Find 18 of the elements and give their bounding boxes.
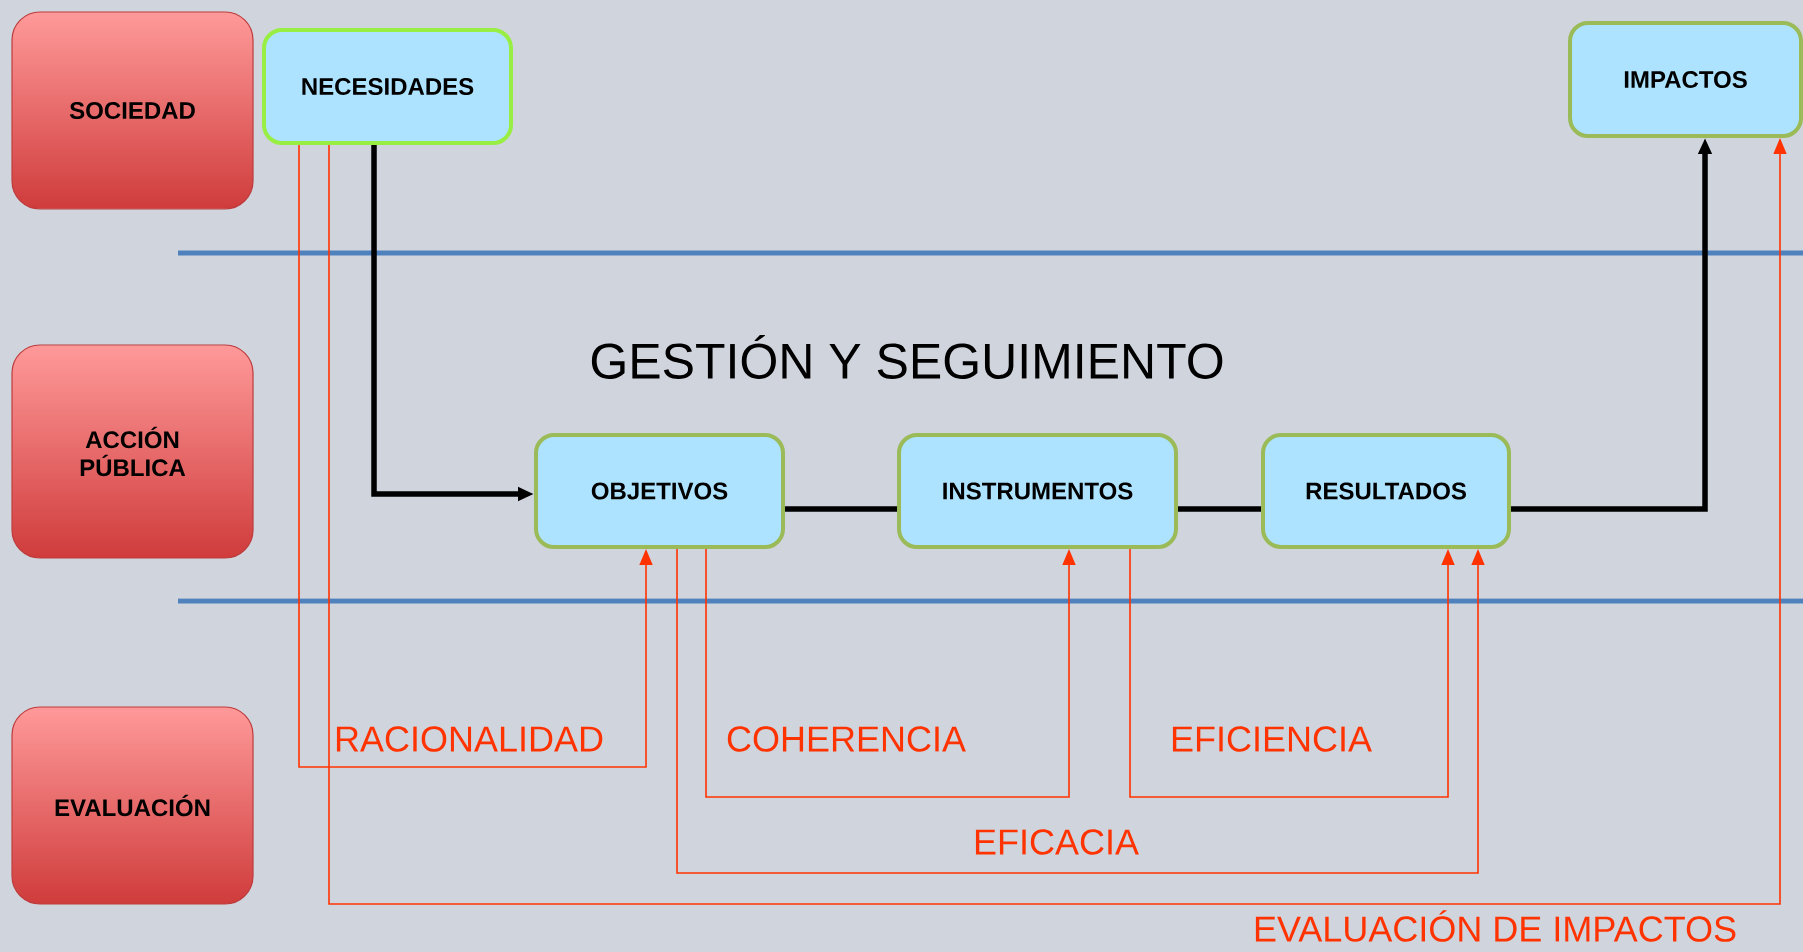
arrow: [676, 548, 1485, 874]
edge-label: EVALUACIÓN DE IMPACTOS: [1255, 910, 1736, 942]
arrow: [705, 548, 1076, 798]
edge-label: EFICACIA: [975, 829, 1139, 855]
process-box: RESULTADOS: [1261, 433, 1511, 549]
edge-label: EFICIENCIA: [1172, 726, 1372, 752]
process-box: OBJETIVOS: [534, 433, 785, 549]
edge-label: COHERENCIA: [727, 726, 966, 752]
arrow: [1129, 548, 1455, 798]
edge-label: RACIONALIDAD: [336, 726, 603, 752]
process-box: IMPACTOS: [1568, 21, 1803, 138]
process-box: NECESIDADES: [262, 28, 513, 145]
section-heading: GESTIÓN Y SEGUIMIENTO: [591, 335, 1223, 379]
row-heading-box: EVALUACIÓN: [11, 706, 254, 905]
row-heading-box: ACCIÓN PÚBLICA: [11, 344, 254, 559]
arrow: [298, 144, 653, 768]
process-box: INSTRUMENTOS: [897, 433, 1178, 549]
row-heading-box: SOCIEDAD: [11, 11, 254, 210]
